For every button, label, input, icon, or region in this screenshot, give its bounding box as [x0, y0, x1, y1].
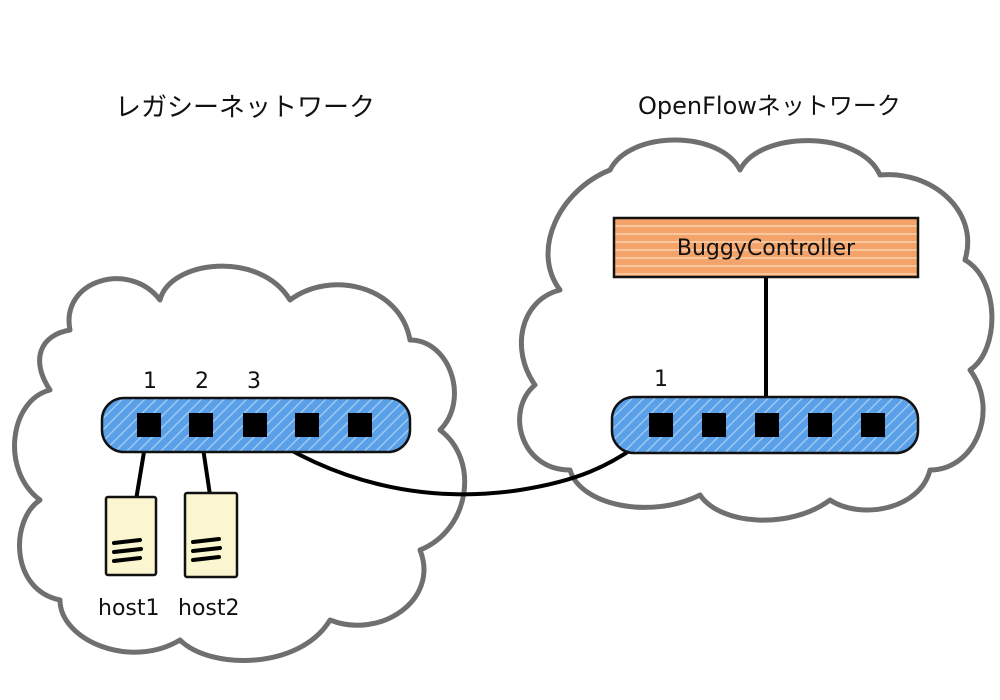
openflow-port-5	[861, 413, 885, 437]
openflow-port-3	[755, 413, 779, 437]
host2-server-icon	[183, 491, 239, 579]
controller-label: BuggyController	[677, 236, 856, 261]
legacy-port-4	[295, 413, 319, 437]
openflow-network-title: OpenFlowネットワーク	[638, 92, 901, 120]
legacy-network-title: レガシーネットワーク	[115, 93, 375, 123]
openflow-port-4	[808, 413, 832, 437]
openflow-network-cloud	[517, 137, 995, 523]
openflow-port-label-1: 1	[654, 367, 668, 392]
legacy-network-cloud	[12, 263, 468, 663]
inter-network-link	[253, 426, 662, 497]
legacy-port-1	[137, 413, 161, 437]
legacy-port-3	[243, 413, 267, 437]
openflow-port-1	[649, 413, 673, 437]
legacy-switch	[100, 396, 412, 454]
host2-label: host2	[178, 596, 240, 621]
buggy-controller: BuggyController	[612, 216, 920, 279]
legacy-port-label-1: 1	[143, 369, 157, 394]
legacy-port-2	[189, 413, 213, 437]
host1-server-icon	[104, 495, 158, 577]
legacy-port-5	[348, 413, 372, 437]
openflow-switch	[610, 395, 920, 455]
host1-label: host1	[98, 596, 160, 621]
legacy-port-label-2: 2	[195, 369, 209, 394]
legacy-port-label-3: 3	[247, 369, 261, 394]
openflow-port-2	[702, 413, 726, 437]
